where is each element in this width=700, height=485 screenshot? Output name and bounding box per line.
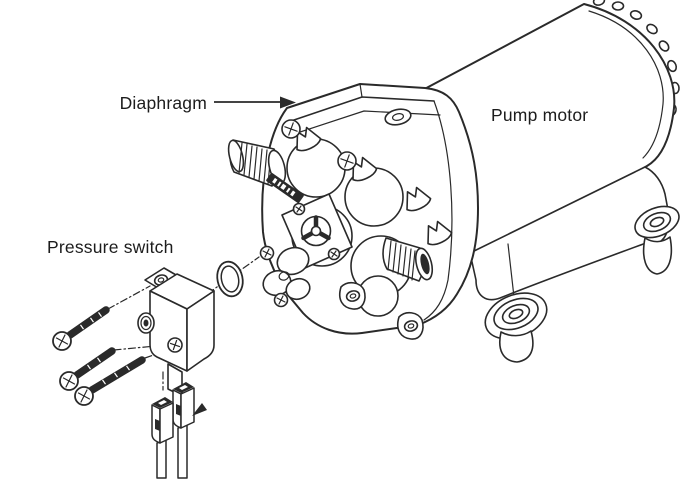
mounting-bracket bbox=[469, 166, 680, 363]
wire-left bbox=[156, 439, 167, 479]
head-mount-ears bbox=[338, 281, 424, 340]
screw-2 bbox=[59, 347, 116, 391]
screw-3 bbox=[74, 356, 146, 406]
insert-direction-arrow bbox=[192, 403, 207, 416]
retainer-clips bbox=[296, 126, 453, 246]
bracket-arm bbox=[469, 166, 670, 301]
screw-1 bbox=[52, 306, 110, 351]
wire-right bbox=[177, 424, 188, 479]
diaphragm-label: Diaphragm bbox=[120, 93, 207, 113]
head-screw-top-right bbox=[337, 151, 357, 171]
mounting-foot-rear bbox=[634, 205, 680, 275]
switch-side-port bbox=[137, 312, 155, 334]
o-ring bbox=[216, 260, 244, 298]
mounting-screws bbox=[52, 306, 146, 406]
switch-mounting-boss bbox=[259, 245, 311, 308]
mounting-foot-front bbox=[484, 292, 548, 363]
pressure-switch-assembly bbox=[137, 267, 215, 397]
head-top-cover bbox=[290, 83, 441, 135]
diaphragm-head bbox=[227, 83, 479, 340]
switch-right-face bbox=[186, 290, 215, 372]
motor-endcap-seam bbox=[588, 10, 664, 159]
brand-label-strip bbox=[266, 172, 304, 204]
wire-terminals bbox=[151, 382, 207, 479]
wire-connector-left bbox=[151, 397, 174, 479]
head-screw-top-left bbox=[281, 119, 301, 139]
pressure-switch-label: Pressure switch bbox=[47, 237, 174, 257]
labels: Diaphragm Pump motor Pressure switch bbox=[47, 93, 588, 257]
pump-motor-label: Pump motor bbox=[491, 105, 588, 125]
wire-connector-right bbox=[172, 382, 195, 479]
diaphragm-leader-arrow bbox=[214, 96, 296, 109]
switch-front-screw bbox=[167, 337, 183, 353]
outlet-port-fitting bbox=[382, 237, 434, 282]
